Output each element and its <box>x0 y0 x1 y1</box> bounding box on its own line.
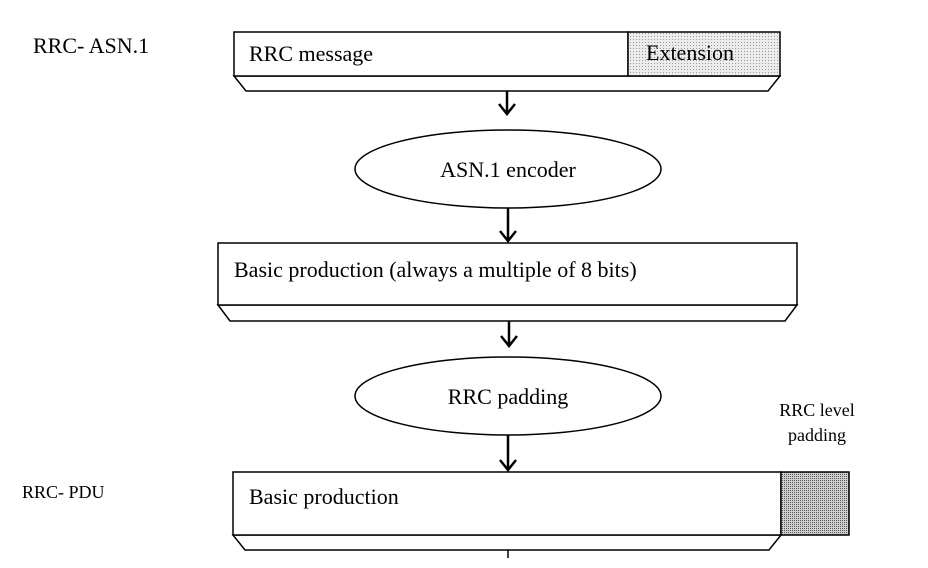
basic-production-bevel <box>231 534 783 551</box>
basic-production-full-bevel <box>216 304 799 322</box>
rrc-pdu-label: RRC- PDU <box>22 482 105 502</box>
rrc-message-text: RRC message <box>249 41 373 66</box>
arrow-3 <box>500 321 518 349</box>
rrc-pdu-block: Basic production <box>231 471 850 558</box>
rrc-message-cell <box>233 31 629 77</box>
extension-text: Extension <box>646 40 734 65</box>
basic-production-full-text: Basic production (always a multiple of 8… <box>234 257 637 282</box>
rrc-level-padding-cell <box>780 471 850 536</box>
extension-cell <box>627 31 781 77</box>
rrc-level-padding-label-line2: padding <box>788 425 846 445</box>
basic-production-full-cell <box>217 242 798 306</box>
rrc-padding-text: RRC padding <box>448 384 568 409</box>
rrc-asn1-label: RRC- ASN.1 <box>33 33 149 58</box>
basic-production-text: Basic production <box>249 484 399 509</box>
arrow-4 <box>499 435 517 473</box>
asn1-encoder-process: ASN.1 encoder <box>354 129 662 209</box>
arrow-1 <box>498 91 516 117</box>
rrc-padding-process: RRC padding <box>354 356 662 436</box>
rrc-message-bevel <box>232 75 782 92</box>
basic-production-cell <box>232 471 782 536</box>
basic-production-full-block: Basic production (always a multiple of 8… <box>216 242 799 322</box>
rrc-level-padding-label-line1: RRC level <box>779 400 855 420</box>
rrc-message-block: RRC message Extension <box>232 31 782 92</box>
asn1-encoder-text: ASN.1 encoder <box>440 157 576 182</box>
arrow-2 <box>499 208 517 244</box>
